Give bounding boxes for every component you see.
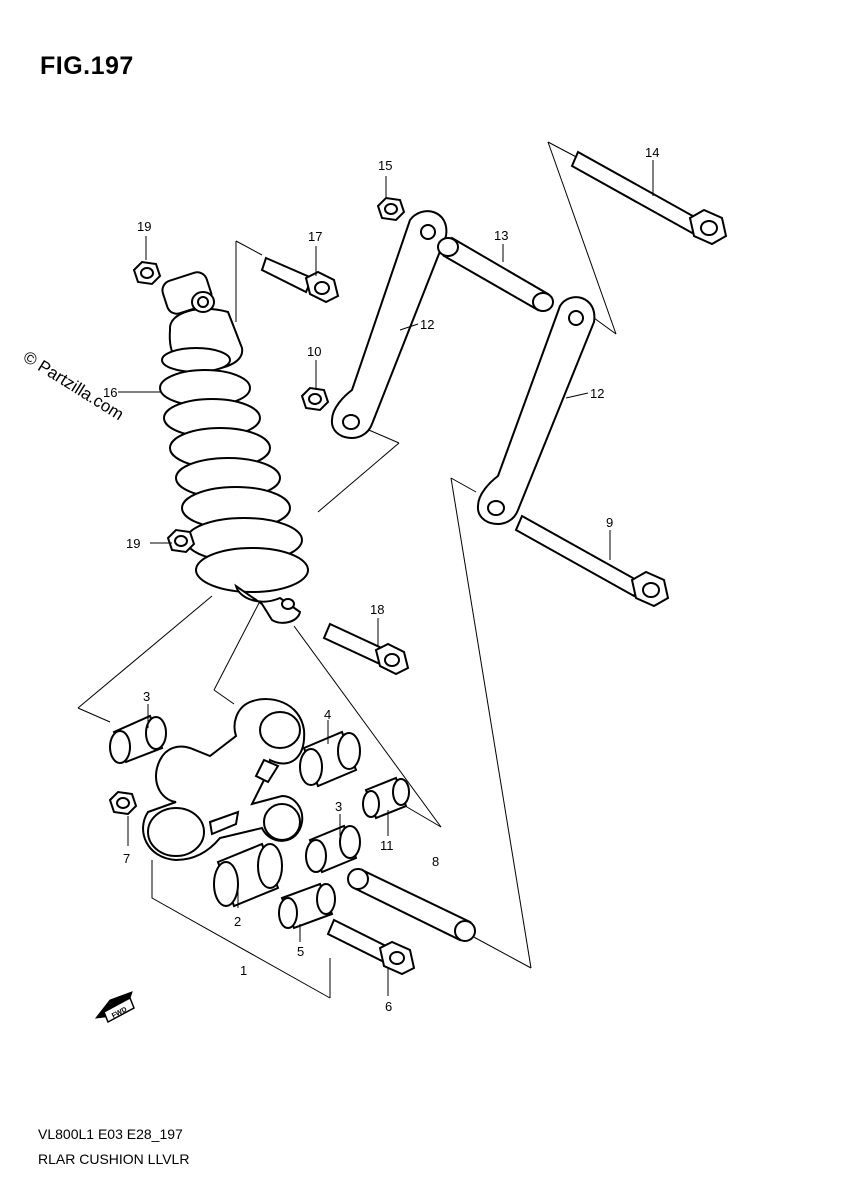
nut-15 xyxy=(376,196,406,222)
callout-1: 1 xyxy=(240,963,247,978)
nut-10 xyxy=(300,386,330,412)
figure-title: FIG.197 xyxy=(40,52,134,80)
callout-12-left: 12 xyxy=(420,317,434,332)
bolt-18 xyxy=(322,622,410,676)
bolt-9 xyxy=(514,514,670,608)
callout-9: 9 xyxy=(606,515,613,530)
spacer-4 xyxy=(299,730,361,788)
leader-lines xyxy=(118,160,654,996)
callout-4: 4 xyxy=(324,707,331,722)
pipe-13 xyxy=(437,236,554,312)
footer-name: RLAR CUSHION LLVLR xyxy=(38,1151,190,1167)
pipe-8 xyxy=(347,868,476,942)
bearing-3-left xyxy=(109,714,167,764)
collar-11 xyxy=(362,776,410,820)
callout-2: 2 xyxy=(234,914,241,929)
bolt-6 xyxy=(326,918,416,976)
callout-5: 5 xyxy=(297,944,304,959)
callout-14: 14 xyxy=(645,145,659,160)
shock-absorber xyxy=(159,271,309,624)
callout-17: 17 xyxy=(308,229,322,244)
guide-lines xyxy=(77,141,617,999)
spacer-2 xyxy=(213,842,283,908)
callout-11: 11 xyxy=(380,838,394,853)
callout-19-top: 19 xyxy=(137,219,151,234)
callout-19-lower: 19 xyxy=(126,536,140,551)
callout-12-right: 12 xyxy=(590,386,604,401)
callout-7: 7 xyxy=(123,851,130,866)
callout-10: 10 xyxy=(307,344,321,359)
bearing-3-right xyxy=(305,824,361,874)
nut-7 xyxy=(108,790,138,816)
cushion-lever xyxy=(142,698,306,862)
fwd-arrow-icon: FWD xyxy=(94,991,135,1024)
bolt-17 xyxy=(260,256,340,304)
bolt-14 xyxy=(570,150,728,246)
callout-6: 6 xyxy=(385,999,392,1014)
collar-5 xyxy=(278,882,336,930)
callout-8: 8 xyxy=(432,854,439,869)
callout-16: 16 xyxy=(103,385,117,400)
callout-3-right: 3 xyxy=(335,799,342,814)
callout-13: 13 xyxy=(494,228,508,243)
callout-3-left: 3 xyxy=(143,689,150,704)
link-plate-12-right xyxy=(476,296,596,525)
callouts: 1 2 3 3 4 5 6 7 8 9 10 11 12 12 13 14 15… xyxy=(103,145,659,1014)
nut-19-top xyxy=(132,260,162,286)
nut-19-lower xyxy=(166,528,196,554)
link-plate-12-left xyxy=(330,210,448,439)
callout-15: 15 xyxy=(378,158,392,173)
callout-18: 18 xyxy=(370,602,384,617)
footer-code: VL800L1 E03 E28_197 xyxy=(38,1126,183,1142)
